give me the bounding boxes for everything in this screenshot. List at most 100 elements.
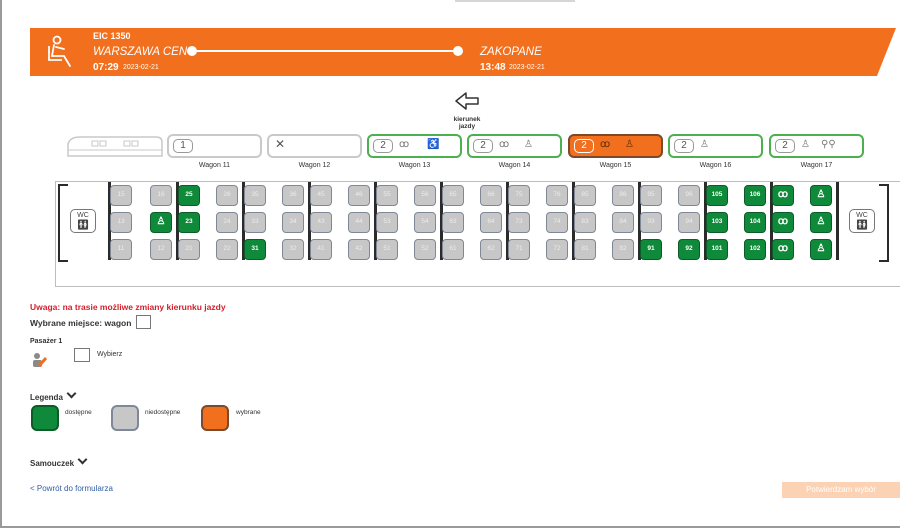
seat-63: 63 (442, 212, 464, 233)
seat-64: 64 (480, 212, 502, 233)
seat-61: 61 (442, 239, 464, 260)
seat-91[interactable]: 91 (640, 239, 662, 260)
legend-toggle[interactable]: Legenda (30, 388, 77, 402)
compartment-divider (176, 182, 179, 260)
seat-101[interactable]: 101 (706, 239, 728, 260)
seat-66: 66 (480, 185, 502, 206)
seat-74: 74 (546, 212, 568, 233)
departure-time: 07:29 (93, 62, 119, 73)
restaurant-icon: ✕ (275, 137, 286, 151)
wagon-12-tab[interactable]: ✕ (267, 134, 362, 158)
compartment-divider (242, 182, 245, 260)
direction-warning: Uwaga: na trasie możliwe zmiany kierunku… (30, 302, 226, 312)
seat-102[interactable]: 102 (744, 239, 766, 260)
journey-banner: EIC 1350 WARSZAWA CEN 07:29 2023-02-21 Z… (30, 28, 896, 76)
route-end-dot (453, 46, 463, 56)
seat-106[interactable]: 106 (744, 185, 766, 206)
legend-unavailable-label: niedostępne (145, 409, 181, 416)
seat-23[interactable]: 23 (178, 212, 200, 233)
compartment-divider (374, 182, 377, 260)
seat-81: 81 (574, 239, 596, 260)
compartment-divider (638, 182, 641, 260)
wagon-14-tab[interactable]: 2 ꝏ ♙ (467, 134, 562, 158)
child-icon: ♙ (700, 139, 709, 150)
top-divider (455, 0, 575, 2)
tutorial-toggle[interactable]: Samouczek (30, 454, 88, 468)
seat-72: 72 (546, 239, 568, 260)
wagon-13-tab[interactable]: 2 ꝏ ♿ (367, 134, 462, 158)
seat-105[interactable]: 105 (706, 185, 728, 206)
select-seat-label: Wybierz (97, 351, 123, 358)
arrow-left-icon (455, 92, 479, 110)
to-station: ZAKOPANE (480, 46, 542, 58)
family-seat[interactable]: ꝏ (772, 239, 794, 260)
family-seat[interactable]: ꝏ (772, 212, 794, 233)
class-badge: 2 (674, 139, 694, 153)
seat-103[interactable]: 103 (706, 212, 728, 233)
compartment-divider (506, 182, 509, 260)
chosen-seat-label: Wybrane miejsce: wagon (30, 318, 132, 328)
compartment-divider (572, 182, 575, 260)
arrival-time: 13:48 (480, 62, 506, 73)
seat-83: 83 (574, 212, 596, 233)
wagon-17-tab[interactable]: 2 ♙ ⚲⚲ (769, 134, 864, 158)
seat-86: 86 (612, 185, 634, 206)
child-seat[interactable]: ♙ (810, 185, 832, 206)
arrival-date: 2023-02-21 (509, 64, 545, 71)
seat-76: 76 (546, 185, 568, 206)
wagon-16-tab[interactable]: 2 ♙ (668, 134, 763, 158)
class-badge: 1 (173, 139, 193, 153)
legend-selected-swatch (201, 405, 229, 431)
seat-65: 65 (442, 185, 464, 206)
legend-selected-label: wybrane (236, 409, 261, 416)
class-badge: 2 (775, 139, 795, 153)
seat-36: 36 (282, 185, 304, 206)
seat-31[interactable]: 31 (244, 239, 266, 260)
child-seat[interactable]: ♙ (810, 212, 832, 233)
wc-left: WC 🚻︎ (70, 209, 96, 233)
wagon-15-label: Wagon 15 (599, 162, 632, 169)
seat-22: 22 (216, 239, 238, 260)
wagon-11-tab[interactable]: 1 (167, 134, 262, 158)
seat-55: 55 (376, 185, 398, 206)
seat-92[interactable]: 92 (678, 239, 700, 260)
seat-75: 75 (508, 185, 530, 206)
seat-41: 41 (310, 239, 332, 260)
seat-56: 56 (414, 185, 436, 206)
seat-95: 95 (640, 185, 662, 206)
seat-82: 82 (612, 239, 634, 260)
car-end-bracket (58, 184, 68, 262)
select-seat-checkbox[interactable] (74, 348, 90, 362)
seat-104[interactable]: 104 (744, 212, 766, 233)
seat-43: 43 (310, 212, 332, 233)
seat-46: 46 (348, 185, 370, 206)
compartment-divider (836, 182, 839, 260)
seat-25[interactable]: 25 (178, 185, 200, 206)
seat-52: 52 (414, 239, 436, 260)
seat-94: 94 (678, 212, 700, 233)
legend-unavailable-swatch (111, 405, 139, 431)
toilet-icon: 🚻︎ (855, 220, 869, 231)
seat-26: 26 (216, 185, 238, 206)
departure-date: 2023-02-21 (123, 64, 159, 71)
compartment-divider (308, 182, 311, 260)
confirm-button[interactable]: Potwierdzam wybór (782, 482, 900, 498)
seat-51: 51 (376, 239, 398, 260)
route-line (190, 50, 458, 52)
seat-54: 54 (414, 212, 436, 233)
family-seat[interactable]: ꝏ (772, 185, 794, 206)
family-icon: ꝏ (399, 139, 410, 150)
child-icon: ♙ (524, 139, 533, 150)
class-badge: 2 (473, 139, 493, 153)
seat-42: 42 (348, 239, 370, 260)
locomotive-icon (67, 136, 163, 157)
wc-label: WC (77, 212, 89, 219)
train-number: EIC 1350 (93, 31, 131, 41)
class-badge: 2 (574, 139, 594, 153)
wc-label: WC (856, 212, 868, 219)
child-seat[interactable]: ♙ (810, 239, 832, 260)
back-to-form-link[interactable]: < Powrót do formularza (30, 484, 113, 493)
wagon-15-tab[interactable]: 2 ꝏ ♙ (568, 134, 663, 158)
